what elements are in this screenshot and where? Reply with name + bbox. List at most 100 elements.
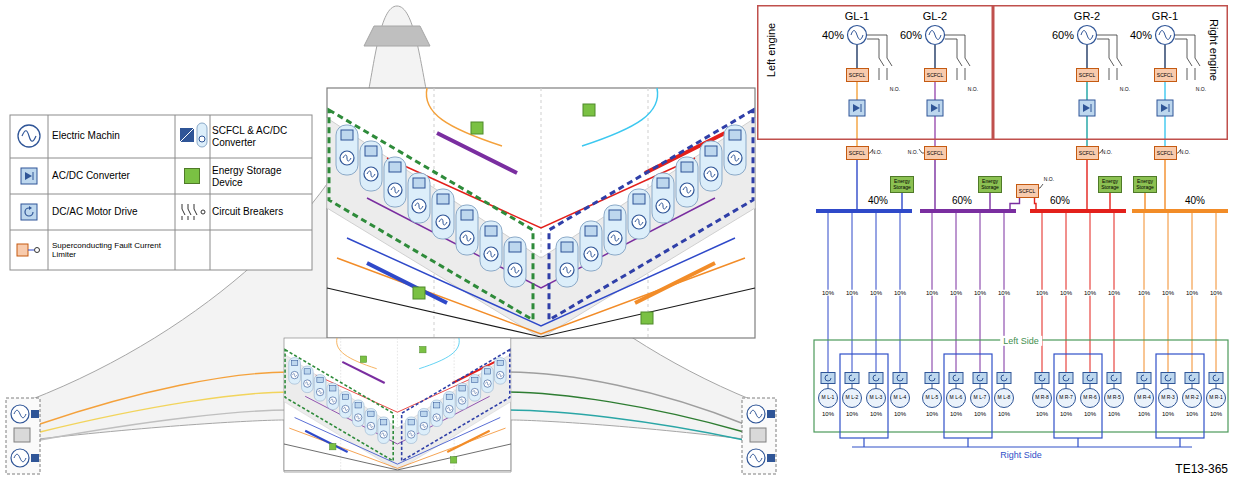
storage-square [583,104,595,116]
motor-drive-unit: M R-610% [1080,372,1100,408]
feeder-share: 10% [1059,289,1073,296]
motor-circle [407,431,414,438]
unit-name: M L-5 [926,395,939,401]
breaker-leg [194,216,195,220]
sine-wave [683,187,691,193]
motor-circle [843,389,862,408]
sine-wave [731,155,739,161]
breaker-blade [1187,58,1192,66]
drive-box [1059,373,1073,384]
drive-icon [21,204,37,220]
motor-symbol [970,372,990,408]
motor-circle [1057,389,1076,408]
breaker-blade [965,58,970,66]
power-share: 40% [866,195,890,207]
legend-swatch [184,168,200,184]
power-share: 10% [1108,411,1120,418]
motor-circle [436,215,450,229]
bus-wire [447,431,489,452]
drive-box [509,242,521,252]
rotation-arrow [1189,375,1195,381]
drive-box [845,373,859,384]
scfcl-converter-icon [180,128,194,142]
right-side-outline [1054,354,1102,438]
drive-box [893,373,907,384]
node-label: SCFCL [927,150,943,156]
rectifier-icon [21,168,37,184]
sine-wave [331,399,335,402]
motor-circle [971,389,990,408]
drive-lead [1114,384,1115,389]
generator-circle [11,405,29,423]
breaker-wire [1195,68,1196,80]
sine-wave [343,155,351,161]
motor-capsule [432,189,454,239]
motor-circle [388,183,402,197]
motor-circle [584,247,598,261]
drive-box [330,386,336,391]
motor-capsule [289,358,301,385]
rotation-arrow [977,375,983,381]
feeder-share: 10% [997,289,1011,296]
feeder-share: 10% [1137,289,1151,296]
breaker-blade [957,58,962,66]
sine-wave [439,219,447,225]
sine-wave [447,407,451,410]
drive-box [1107,373,1121,384]
unit-name: GR-2 [1074,10,1100,23]
breaker-leg [182,204,183,209]
motor-capsule [314,375,326,402]
motor-circle [819,389,838,408]
drive-box [368,411,374,416]
motor-circle [1033,389,1052,408]
converter-box [31,454,39,462]
sine-wave [563,267,571,273]
feeder-share: 10% [925,289,939,296]
feeder-share: 10% [1209,289,1223,296]
power-feeder [1144,193,1145,209]
bus-wire [635,263,715,303]
motor-capsule [301,366,313,393]
motor-symbol [946,372,966,408]
generator: GL-140% [847,25,867,45]
motor-circle [704,167,718,181]
drive-box [705,146,717,156]
fuselage-band [284,354,511,471]
rotation-arrow [1001,375,1007,381]
legend-rule [175,115,176,270]
power-share: 10% [1060,411,1072,418]
feeder-share: 10% [973,289,987,296]
bus-wire [337,338,377,369]
motor-symbol [818,372,838,408]
diode [1083,104,1090,112]
motor-drive-unit: M R-510% [1104,372,1124,408]
breaker-wire [945,35,965,58]
power-share: 10% [1138,411,1150,418]
rotation-arrow [1213,375,1219,381]
motor-circle [995,389,1014,408]
storage-square [641,312,653,324]
node-label: Energy Storage [891,177,913,192]
sine-wave [382,433,386,436]
motor-capsule [456,383,468,410]
rotation-arrow [953,375,959,381]
breaker-leg [182,216,183,220]
drive-lead [1192,384,1193,389]
energy-storage: Energy Storage [1133,176,1157,193]
power-feeder [1010,198,1020,209]
power-cable [505,410,744,440]
engine-panel: Right engineGR-260%SCFCLGR-140%SCFCL [993,5,1228,140]
sine-wave [343,407,347,410]
unit-name: M L-8 [998,395,1011,401]
sine-wave [422,424,426,427]
motor-circle [1105,389,1124,408]
power-share: 60% [1052,29,1074,42]
generator-circle [747,449,765,467]
power-share: 10% [1186,411,1198,418]
drive-box [459,386,465,391]
power-share: 10% [822,411,834,418]
generator-symbol [1077,25,1097,45]
drive-box [1035,373,1049,384]
sine-wave [1159,31,1171,40]
